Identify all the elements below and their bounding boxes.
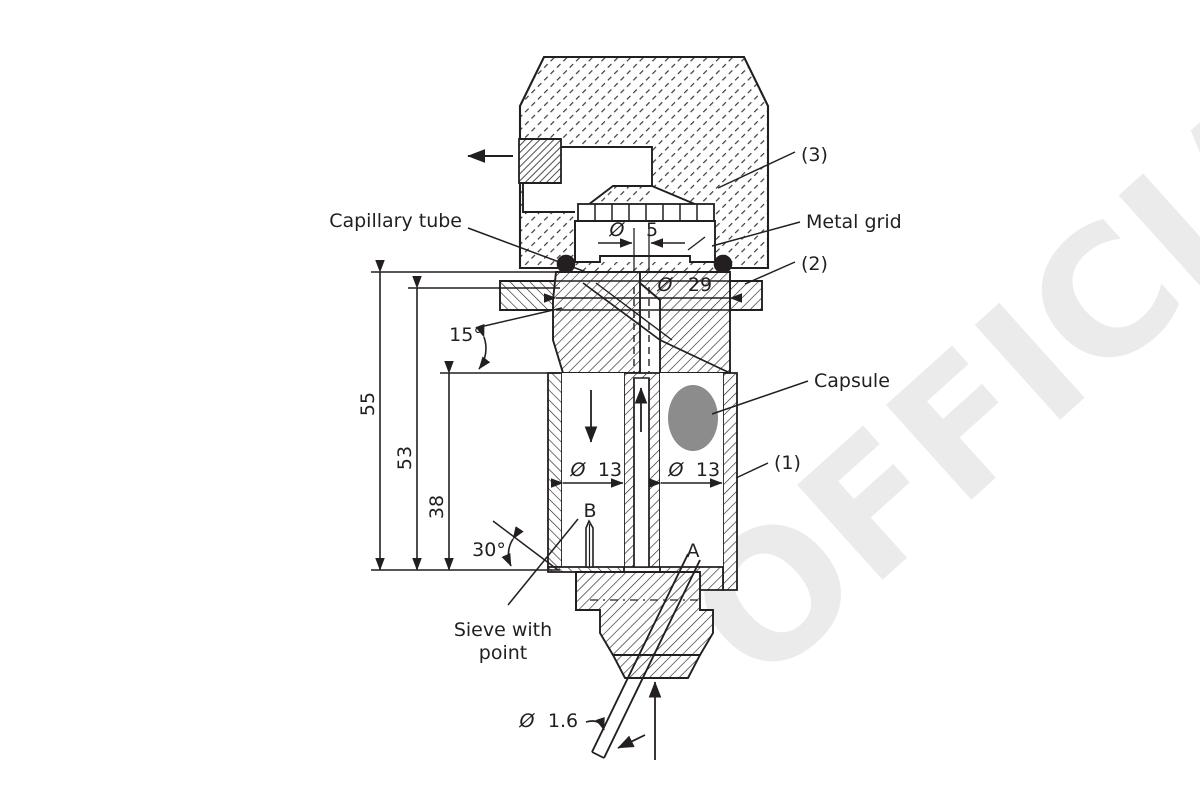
- chamber-label-b: B: [583, 500, 596, 522]
- dim-angle-30: 30°: [472, 520, 559, 571]
- dim-value-29: 29: [688, 274, 712, 296]
- callout-label-sieve-line2: point: [479, 642, 527, 664]
- chamber-label-a: A: [687, 540, 700, 562]
- dim-value-5: 5: [646, 219, 658, 241]
- callout-capsule: Capsule: [711, 370, 890, 415]
- callout-label-item-2: (2): [801, 253, 828, 275]
- dim-value-53: 53: [394, 446, 416, 470]
- dia-symbol-1-6: Ø: [519, 710, 536, 732]
- callout-sieve-with-point: Sieve with point: [454, 518, 579, 664]
- callout-item-1: (1): [735, 452, 801, 479]
- dimension-stack-left: 55 53 38: [357, 259, 560, 571]
- flow-arrow-capillary-bottom: [617, 734, 646, 749]
- callout-label-capillary-tube: Capillary tube: [329, 210, 462, 232]
- dim-value-1-6: 1.6: [548, 710, 578, 732]
- callout-metal-grid: Metal grid: [711, 211, 902, 247]
- dim-angle-15: 15°: [449, 307, 563, 370]
- capillary-tube-line: [591, 553, 701, 759]
- dim-value-55: 55: [357, 392, 379, 416]
- dim-dia-29: Ø 29: [543, 274, 743, 303]
- dim-value-30deg: 30°: [472, 539, 506, 561]
- dia-symbol-13-right: Ø: [668, 459, 685, 481]
- callout-item-2: (2): [744, 253, 828, 285]
- callout-item-3: (3): [717, 144, 828, 189]
- dim-value-15deg: 15°: [449, 324, 483, 346]
- sieve-point: [585, 519, 594, 568]
- callout-label-item-1: (1): [774, 452, 801, 474]
- capsule-body: [668, 385, 718, 451]
- dim-dia-1-6: Ø 1.6: [519, 710, 605, 732]
- callout-label-capsule: Capsule: [814, 370, 890, 392]
- grid-chamber: [574, 220, 716, 263]
- callout-label-sieve-line1: Sieve with: [454, 619, 552, 641]
- capsule-ellipse: [668, 385, 718, 451]
- dia-symbol-13-left: Ø: [570, 459, 587, 481]
- dim-value-13-right: 13: [696, 459, 720, 481]
- dim-value-38: 38: [426, 495, 448, 519]
- dia-symbol-5: Ø: [609, 219, 626, 241]
- dim-dia-13-right: Ø 13: [648, 459, 723, 488]
- dim-value-13-left: 13: [598, 459, 622, 481]
- dim-dia-13-left: Ø 13: [550, 459, 624, 488]
- callout-label-metal-grid: Metal grid: [806, 211, 902, 233]
- o-ring-right: [713, 254, 733, 274]
- callout-capillary-tube: Capillary tube: [329, 210, 587, 273]
- callout-label-item-3: (3): [801, 144, 828, 166]
- dia-symbol-29: Ø: [657, 274, 674, 296]
- dim-dia-5: Ø 5: [598, 219, 685, 287]
- threaded-port: [518, 138, 562, 184]
